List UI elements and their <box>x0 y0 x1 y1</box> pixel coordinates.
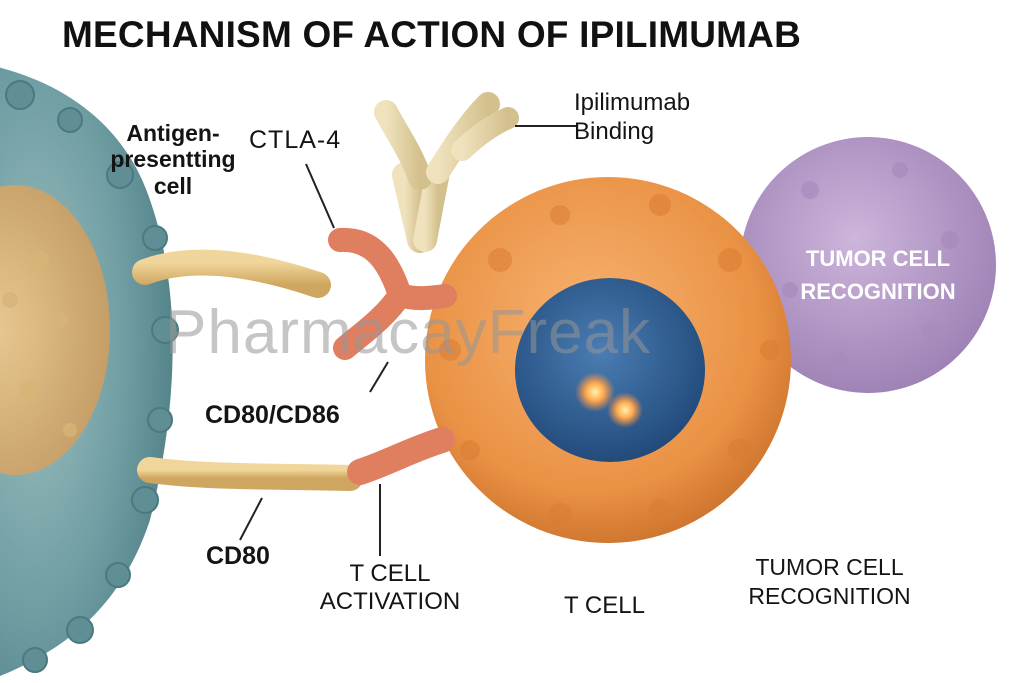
ipilimumab-antibody <box>374 92 519 253</box>
label-cd80: CD80 <box>206 542 270 570</box>
page-title: MECHANISM OF ACTION OF IPILIMUMAB <box>62 14 802 55</box>
lower-ligand <box>137 457 363 491</box>
label-ctla4: CTLA-4 <box>249 126 342 154</box>
label-t-cell-activation: T CELL ACTIVATION <box>319 560 461 615</box>
leader-lines <box>239 125 578 556</box>
label-antigen-presenting-cell: Antigen-presentting cell <box>110 120 236 199</box>
cd28-receptor <box>347 427 455 485</box>
ctla4-receptor <box>328 227 457 360</box>
label-t-cell: T CELL <box>564 592 645 619</box>
t-cell <box>425 177 791 543</box>
label-ipilimumab-binding: Ipilimumab Binding <box>574 89 691 145</box>
label-tumor-cell-recognition-inside: TUMOR CELL RECOGNITION <box>800 246 956 304</box>
antigen-presenting-cell <box>0 67 179 676</box>
upper-ligand <box>132 249 331 298</box>
tumor-cell <box>740 137 996 393</box>
watermark-text: PharmacayFreak <box>165 298 652 367</box>
label-tumor-cell-recognition-caption: TUMOR CELL RECOGNITION <box>748 554 911 609</box>
label-cd80-cd86: CD80/CD86 <box>205 401 340 429</box>
